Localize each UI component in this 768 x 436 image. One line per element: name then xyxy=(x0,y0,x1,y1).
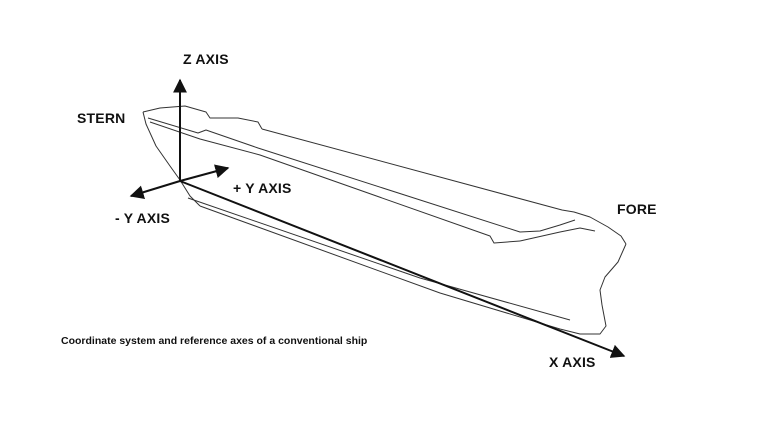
hull-forecastle xyxy=(519,227,596,242)
stern-label: STERN xyxy=(77,110,126,126)
fore-label: FORE xyxy=(617,201,657,217)
ship-hull xyxy=(142,105,627,335)
hull-keel-line xyxy=(199,205,607,335)
hull-stern-profile xyxy=(142,105,263,130)
hull-deck-line-2 xyxy=(149,121,521,244)
z-axis-label: Z AXIS xyxy=(183,51,229,67)
figure-caption: Coordinate system and reference axes of … xyxy=(61,335,368,347)
hull-lower-line xyxy=(187,197,571,321)
hull-stern-body xyxy=(142,111,201,207)
x-axis-label: X AXIS xyxy=(549,354,596,370)
minus-y-axis-line xyxy=(129,180,181,200)
plus-y-axis-label: + Y AXIS xyxy=(233,180,292,196)
x-axis-line xyxy=(179,180,626,358)
minus-y-axis-label: - Y AXIS xyxy=(115,210,171,226)
hull-sheer-line xyxy=(261,128,627,245)
axes xyxy=(129,78,626,358)
plus-y-axis-line xyxy=(179,164,230,182)
hull-bow-profile xyxy=(599,243,627,306)
hull-deck-line xyxy=(147,117,576,233)
